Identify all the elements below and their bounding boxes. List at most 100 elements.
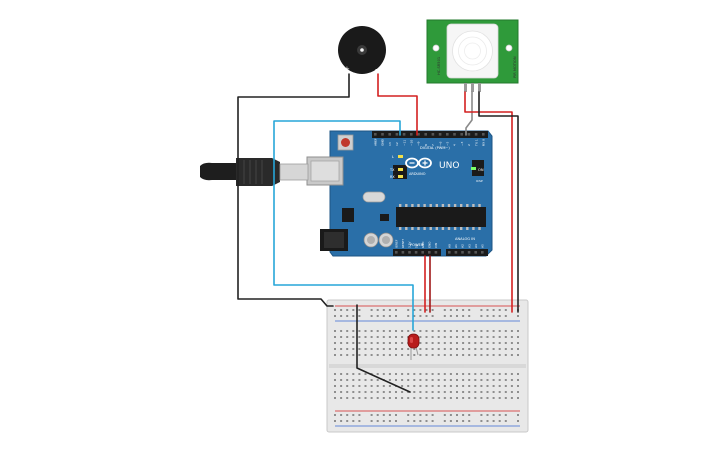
breadboard-hole [468,342,471,344]
digital-pin-label: ~9 [417,141,421,146]
breadboard-hole [395,342,397,344]
header-pin [417,133,420,136]
breadboard-hole [358,315,361,317]
breadboard-hole [462,348,465,350]
breadboard-hole [449,336,452,338]
breadboard-hole [474,330,477,332]
breadboard-hole [413,348,416,350]
wire-breadboard-ground[interactable] [356,304,411,393]
breadboard-hole [370,414,373,416]
breadboard-hole [382,309,385,311]
breadboard-hole [419,354,422,356]
breadboard-hole [510,373,513,375]
breadboard-hole [334,348,336,350]
breadboard-hole [364,330,367,332]
chip-leg [399,204,402,207]
wire-pir-output[interactable] [465,91,473,136]
breadboard-hole [431,315,434,317]
power-pin-label: GND [428,242,432,248]
reset-button-cap[interactable] [341,138,350,147]
digital-pin-label: GND [381,138,385,146]
breadboard-hole [407,379,410,381]
breadboard-hole [468,397,471,399]
breadboard-hole [376,330,379,332]
pir-pin [464,83,467,92]
breadboard-hole [413,420,416,422]
header-pin [481,251,484,254]
breadboard-hole [462,336,465,338]
breadboard-hole [401,379,404,381]
breadboard-hole [480,315,483,317]
breadboard-hole [492,385,495,387]
breadboard-hole [419,391,422,393]
breadboard-hole [352,379,355,381]
breadboard-hole [358,330,361,332]
breadboard-hole [407,348,410,350]
breadboard-hole [419,309,422,311]
breadboard-hole [340,348,343,350]
chip-leg [460,204,463,207]
wire-pir-ground[interactable] [478,91,519,313]
breadboard-hole [388,315,391,317]
breadboard-hole [486,315,489,317]
breadboard-hole [498,420,501,422]
breadboard-hole [462,414,465,416]
breadboard-hole [456,309,458,311]
breadboard-hole [456,315,458,317]
header-pin [453,133,456,136]
header-pin [381,133,384,136]
breadboard-hole [443,414,446,416]
breadboard-hole [492,420,495,422]
breadboard-hole [419,330,422,332]
breadboard-hole [364,379,367,381]
breadboard-hole [431,330,434,332]
breadboard [326,299,529,433]
breadboard-hole [437,330,440,332]
breadboard-hole [449,397,452,399]
breadboard-hole [468,420,471,422]
breadboard-hole [498,379,501,381]
chip-leg [435,204,438,207]
wire-pir-vcc[interactable] [464,91,513,313]
chip-leg [405,204,408,207]
power-label: POWER [410,243,424,247]
breadboard-hole [346,315,349,317]
breadboard-hole [382,420,385,422]
breadboard-hole [425,330,428,332]
led-body[interactable] [407,333,420,349]
wire-buzzer-ground[interactable] [237,73,350,307]
breadboard-hole [449,342,452,344]
digital-pin-label: ~6 [438,141,442,146]
breadboard-hole [486,379,489,381]
wire-buzzer-signal[interactable] [377,73,418,136]
dc-barrel-jack-inner [324,232,344,248]
crystal-oscillator [362,191,386,203]
breadboard-hole [358,373,361,375]
chip-leg [453,204,457,207]
breadboard-hole [498,414,501,416]
breadboard-hole [456,373,458,375]
breadboard-hole [443,336,446,338]
header-pin [414,251,418,254]
digital-pin-label: ~5 [446,141,450,146]
breadboard-hole [395,420,397,422]
breadboard-hole [340,420,343,422]
breadboard-hole [340,315,343,317]
breadboard-hole [462,391,465,393]
buzzer-minus-label: – [375,65,379,73]
red-led[interactable] [407,333,420,360]
breadboard-hole [510,354,513,356]
breadboard-hole [517,397,519,399]
wire-led-signal[interactable] [273,120,414,331]
header-pin [401,251,405,254]
breadboard-hole [352,354,355,356]
breadboard-hole [456,342,458,344]
breadboard-hole [370,385,373,387]
breadboard-hole [395,348,397,350]
breadboard-hole [443,379,446,381]
small-chip [380,214,389,221]
breadboard-hole [425,397,428,399]
icsp-header [472,160,484,176]
breadboard-hole [388,348,391,350]
breadboard-hole [498,373,501,375]
